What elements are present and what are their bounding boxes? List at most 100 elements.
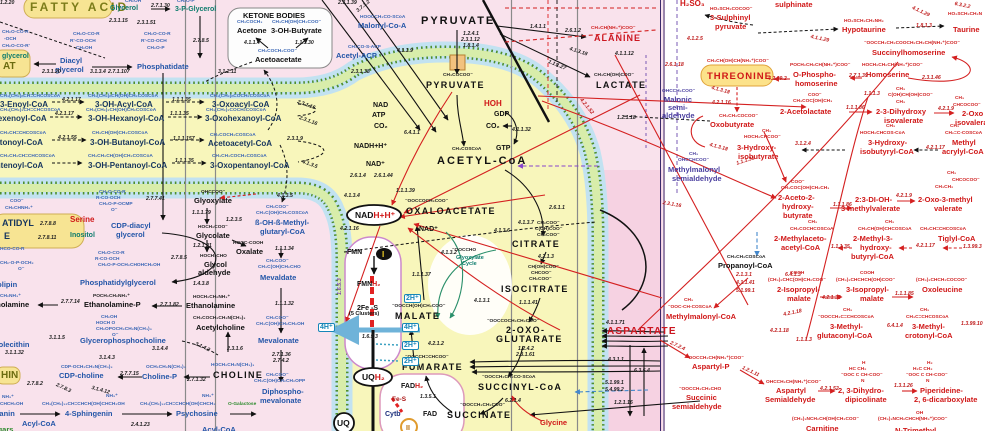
glycerol: Glycerol	[110, 5, 139, 12]
map-label: H₂C CH₂	[913, 367, 933, 372]
map-label: CH₃(CH₂)₁₂CH=CHCH(OH)CHCH₂OH	[42, 402, 125, 407]
map-label: 2.6.1.1	[549, 205, 565, 211]
map-label: HOCH₂CH₂CH(NH₃⁺)COO⁻	[862, 63, 923, 68]
map-label: 1.1.1.79	[192, 210, 211, 216]
piperideine-dicarboxylate: Piperideine-	[920, 386, 963, 395]
map-label: 1.1.1.39	[396, 188, 415, 194]
map-label: 4.1.1.9	[397, 48, 413, 54]
map-label: 2.6.1.4	[350, 173, 366, 179]
map-label: glutaconyl-CoA	[817, 331, 873, 340]
map-label: CH₃	[896, 87, 906, 92]
sulphinyl-pyruvate: 3-Sulphinyl	[710, 13, 751, 22]
map-label: sulphinate	[775, 0, 813, 9]
map-label: 2H⁺	[402, 357, 419, 366]
map-label: 4.1.1.29	[809, 34, 830, 44]
methyl-hydroxybutyryl-coa: 2-Methyl-3-	[853, 234, 893, 243]
map-label: NAD	[373, 102, 389, 109]
map-label: 4.2.99.2	[768, 76, 787, 82]
nadh-oval-label: NADH+H⁺	[355, 210, 396, 220]
map-label: GLUTARATE	[496, 334, 563, 344]
map-label: COO⁻	[791, 180, 805, 185]
map-label: glycerol	[116, 230, 145, 239]
map-label: CH₃COCH₂CH₂N(CH₃)₃	[193, 316, 246, 321]
map-label: 1.1.1.32	[275, 301, 294, 307]
map-label: 2.7.1.30	[151, 3, 170, 9]
map-label: CH₃COCOO⁻	[443, 73, 473, 78]
map-label: O-Galactose	[228, 402, 257, 407]
aceto-hydroxy-butyrate: 2-Aceto-2-	[778, 193, 815, 202]
map-label: 2.7.2.4	[668, 340, 686, 353]
malate: MALATE	[395, 311, 441, 321]
map-label: CH₃COC(OH)CH₂CH₃	[781, 186, 830, 191]
map-label: ATP	[372, 112, 386, 119]
map-label: 4.1.3.6	[494, 228, 510, 234]
map-label: CH₂O-CO-R	[98, 251, 125, 256]
map-label: 1.6.5.3	[337, 278, 343, 295]
map-label: CH₃CH₂	[935, 185, 954, 190]
map-label: OHCCH₂CH(NH₃⁺)COO⁻	[766, 380, 821, 385]
map-label: 4.1.3.2	[441, 250, 457, 256]
map-label: 2.7.8.3	[54, 382, 72, 395]
map-label: OCH₂CH₂N(CH₃)₃	[146, 365, 186, 370]
map-label: ⁻OOCCH(OH)CH₂COO⁻	[392, 304, 446, 309]
map-label: isovalerate	[955, 118, 985, 127]
map-label: Lysolecithin	[0, 340, 30, 349]
map-label: isobutyryl-CoA	[860, 147, 914, 156]
map-label: CH₃COCHCOSCoA	[790, 227, 834, 232]
glyoxylate-cycle: Glyoxylate	[456, 255, 484, 261]
lactate: LACTATE	[596, 80, 647, 90]
map-label: malate	[787, 294, 811, 303]
ketone-bodies-title: KETONE BODIES	[243, 11, 305, 20]
map-label: 4.1.1.29	[910, 5, 931, 19]
map-label: 1.2.1.21	[193, 243, 212, 249]
map-label: 4.2.1.9	[896, 193, 912, 199]
map-label: 1.1.1.35	[170, 111, 189, 117]
map-label: butyrate	[783, 211, 813, 220]
map-label: 1.3.99.10	[961, 321, 983, 327]
map-label: (5 Clusters)	[349, 311, 380, 317]
map-label: 4.2.1.33	[822, 295, 841, 301]
map-label: O⁻	[112, 333, 119, 338]
pyruvate-matrix: PYRUVATE	[426, 80, 485, 90]
cdp-diacylglycerol: CDP-diacyl	[111, 221, 151, 230]
uq-circle	[333, 412, 355, 431]
cytochrome-b: Cytb	[385, 411, 401, 418]
hydroxy-isobutyrate: 3-Hydroxy-	[737, 143, 777, 152]
map-label: CH₃COCH₂COSCoA	[210, 133, 256, 138]
map-label: CH₂OPOCH₂CH₂N(CH₃)₃	[96, 327, 152, 332]
map-label: 4.2.1.17	[55, 111, 74, 117]
map-label: 2.7.7.41	[146, 196, 165, 202]
map-label: CH₃CH₂COCH₂COSCoA	[212, 154, 267, 159]
diphosphomevalonate: Diphospho-	[262, 387, 304, 396]
map-label: C(OH)COO⁻	[535, 227, 563, 232]
map-label: Pentenoyl-CoA	[0, 161, 44, 170]
map-label: CDP-OCH₂CH₂N(CH₃)₃	[61, 365, 113, 370]
map-label: 2.7.8.5	[171, 255, 187, 261]
map-label: 6.3.2.2	[953, 1, 971, 11]
map-label: 4.2.1.9	[938, 106, 954, 112]
phosphatidylserine-pill: ATIDYL	[2, 218, 34, 228]
map-label: (CH₃)₂CHCH₂COCOO⁻	[916, 278, 968, 283]
map-label: HOCH O	[96, 321, 116, 326]
map-label: 4.3.1.1	[608, 357, 624, 363]
fmnh2-suffix: H₂	[372, 281, 381, 288]
map-label: COO⁻	[808, 93, 822, 98]
map-label: -OCH	[4, 37, 17, 42]
map-label: ⁻OOC C CH-COO⁻	[841, 373, 883, 378]
map-label: 3.1.4.3	[99, 355, 115, 361]
map-label: CH₃	[947, 171, 957, 176]
oxaloacetate: OXALOACETATE	[406, 206, 496, 216]
map-label: 2Fe -S	[357, 305, 379, 312]
taurine: Taurine	[953, 25, 980, 34]
map-label: 2.7.4.2	[273, 358, 289, 364]
map-label: 6.2.1.4	[505, 398, 521, 404]
map-label: NH₃⁺	[2, 395, 14, 400]
map-label: CH₃COCH₃	[237, 20, 263, 25]
map-label: 2.3.1.39	[338, 0, 357, 6]
map-label: ⁻OOCCH₂CH₂COOCH₂CH₂CH(NH₃⁺)COO⁻	[864, 41, 960, 46]
map-label: pyruvate	[715, 22, 747, 31]
complex-ii-blob	[379, 373, 465, 431]
map-label: 2.7.1.36	[272, 352, 291, 358]
